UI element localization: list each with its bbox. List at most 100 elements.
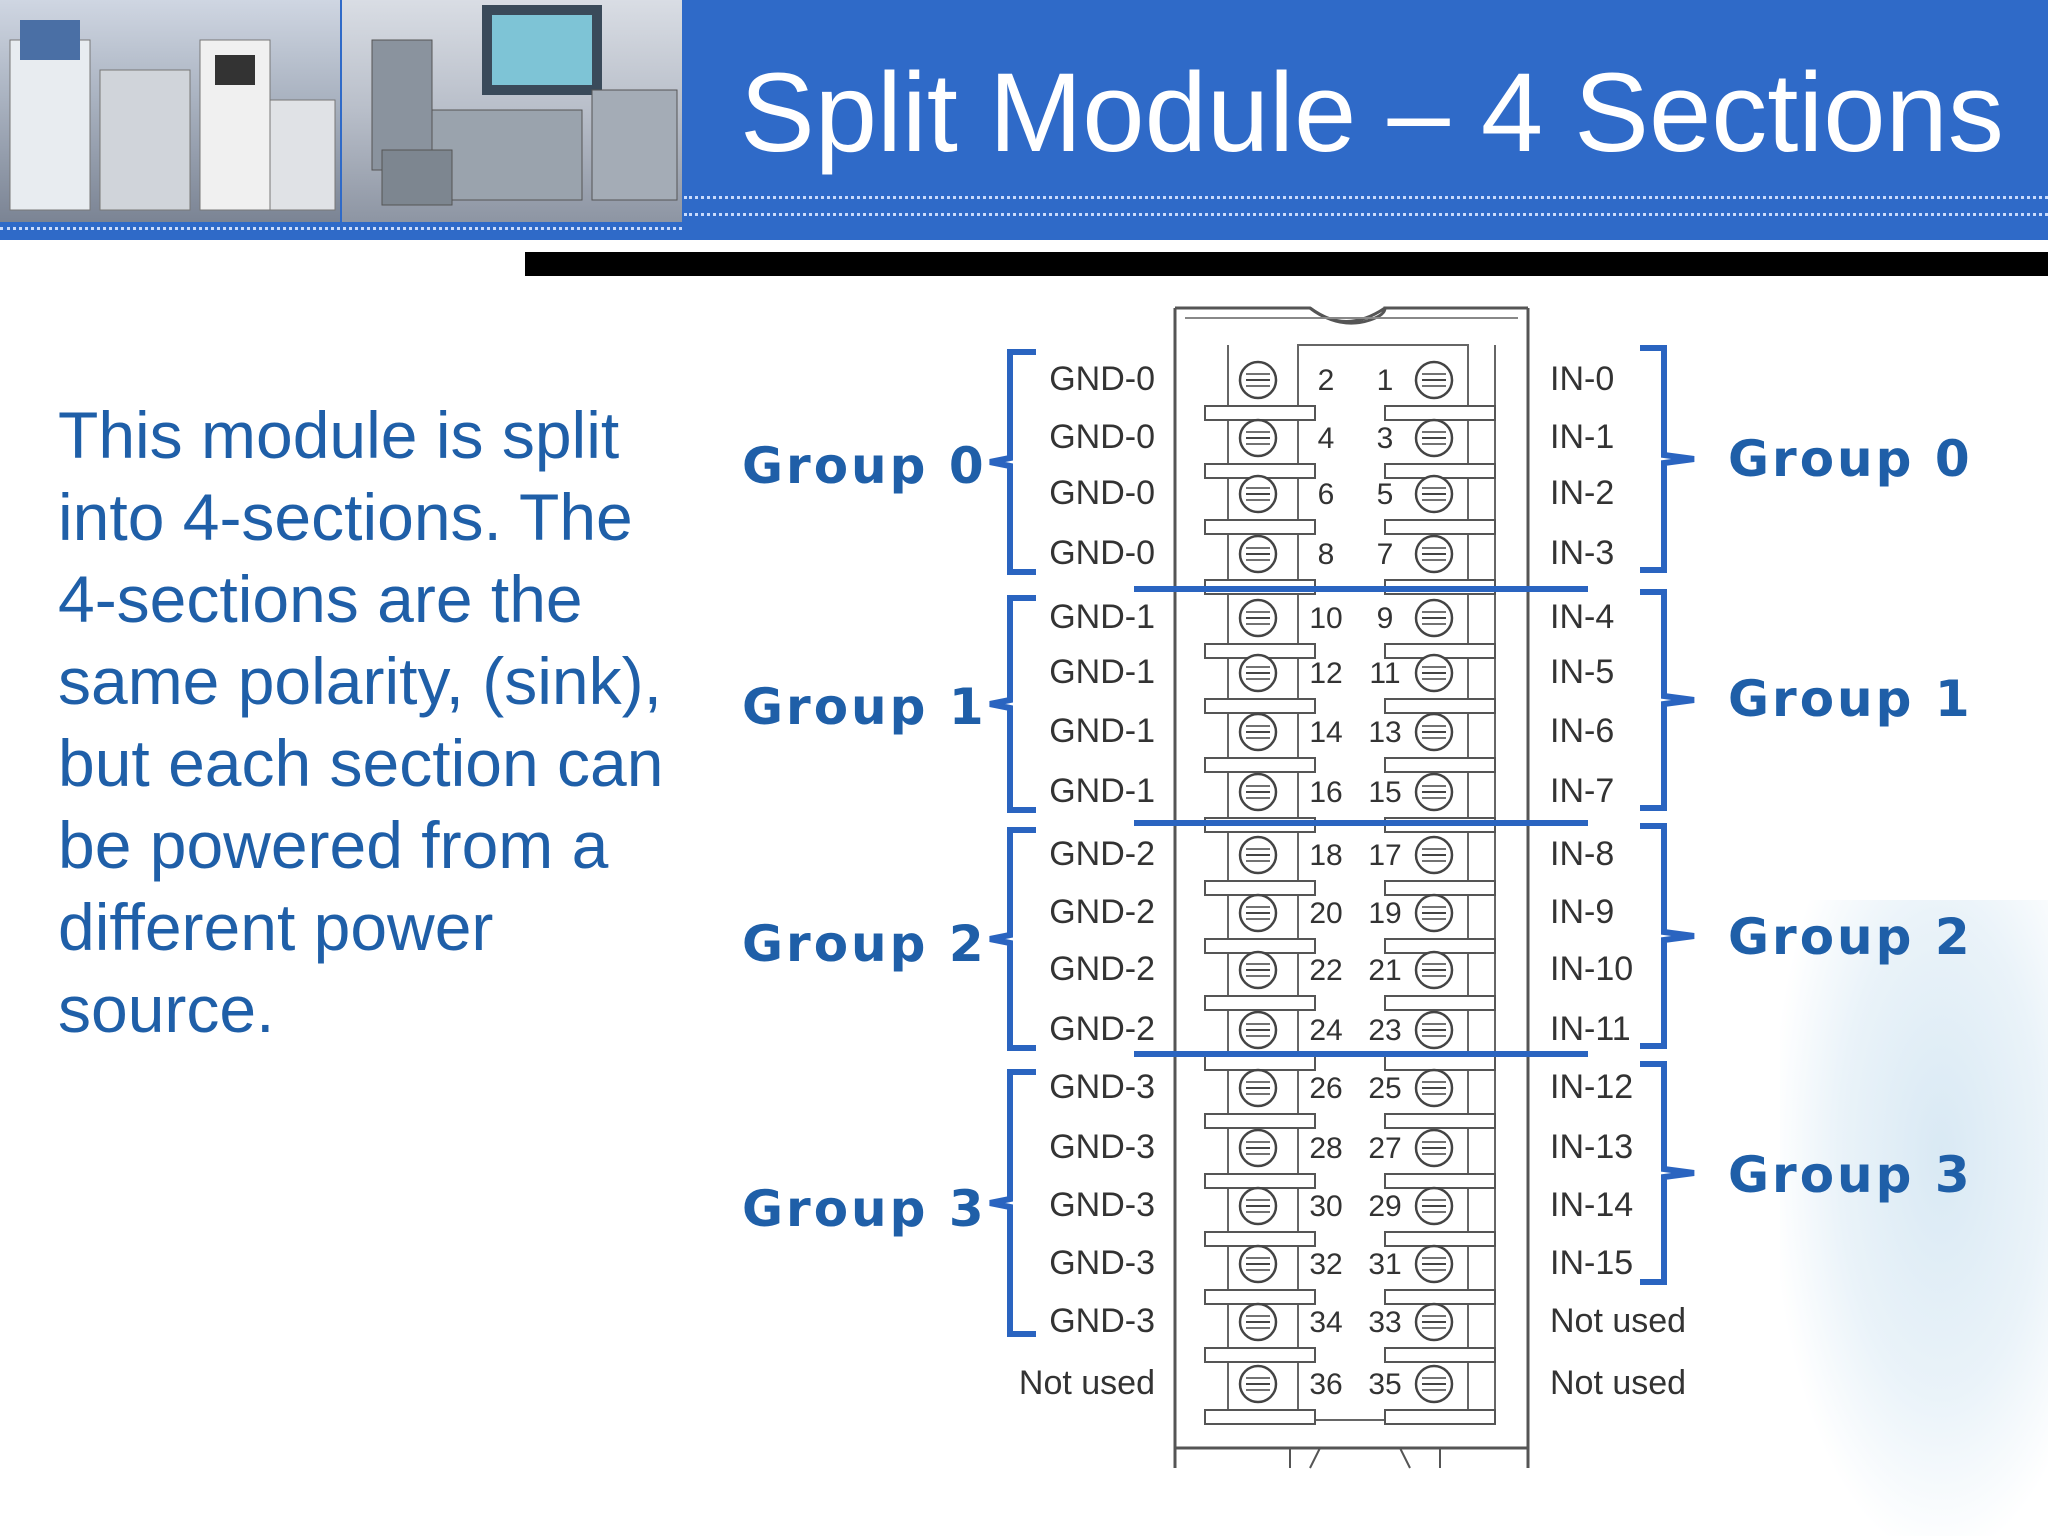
terminal-number-odd: 33	[1368, 1306, 1401, 1339]
header-dotted-line	[684, 213, 2048, 216]
terminal-plate	[1384, 1409, 1496, 1425]
terminal-number-odd: 5	[1377, 478, 1394, 511]
terminal-number-even: 14	[1309, 716, 1342, 749]
group-labels: Group 0 Group 1 Group 2 Group 3 Group 0 Group…	[742, 430, 1973, 1238]
terminal-left-label: GND-0	[1049, 474, 1155, 512]
terminal-left-label: Not used	[1019, 1364, 1155, 1402]
terminal-plate	[1384, 880, 1496, 896]
terminal-right-label: IN-12	[1550, 1068, 1633, 1106]
background-figure	[1780, 900, 2048, 1536]
terminal-number-odd: 27	[1368, 1132, 1401, 1165]
terminal-plate	[1204, 1289, 1316, 1305]
terminal-number-odd: 21	[1368, 954, 1401, 987]
group-label-left: Group 0	[742, 437, 987, 495]
group-bracket-right	[1640, 589, 1695, 811]
terminal-plate	[1384, 698, 1496, 714]
group-bracket-right	[1640, 1061, 1695, 1285]
terminal-left-label: GND-0	[1049, 418, 1155, 456]
terminal-right-label: IN-11	[1550, 1010, 1631, 1048]
terminal-right-label: IN-8	[1550, 835, 1614, 873]
terminal-number-even: 26	[1309, 1072, 1342, 1105]
terminal-left-label: GND-3	[1049, 1068, 1155, 1106]
terminal-number-even: 16	[1309, 776, 1342, 809]
terminal-number-even: 20	[1309, 897, 1342, 930]
terminal-right-label: IN-15	[1550, 1244, 1633, 1282]
terminal-right-label: Not used	[1550, 1364, 1686, 1402]
terminal-plate	[1384, 1055, 1496, 1071]
group-label-left: Group 2	[742, 915, 987, 973]
terminal-number-even: 18	[1309, 839, 1342, 872]
group-bracket-left	[989, 1069, 1036, 1337]
terminal-plate	[1204, 519, 1316, 535]
terminal-number-even: 24	[1309, 1014, 1342, 1047]
terminal-left-label: GND-1	[1049, 712, 1155, 750]
terminal-plate	[1204, 995, 1316, 1011]
terminal-number-odd: 7	[1377, 538, 1394, 571]
terminal-plate	[1384, 519, 1496, 535]
terminal-number-even: 10	[1309, 602, 1342, 635]
terminal-number-even: 32	[1309, 1248, 1342, 1281]
terminal-number-even: 28	[1309, 1132, 1342, 1165]
terminal-left-label: GND-2	[1049, 835, 1155, 873]
terminal-left-label: GND-3	[1049, 1128, 1155, 1166]
terminal-left-label: GND-3	[1049, 1302, 1155, 1340]
terminal-left-label: GND-2	[1049, 950, 1155, 988]
terminal-plate	[1204, 405, 1316, 421]
terminal-plate	[1204, 1347, 1316, 1363]
slide-title: Split Module – 4 Sections	[740, 50, 2004, 175]
terminal-right-label: IN-3	[1550, 534, 1614, 572]
terminal-right-label: IN-5	[1550, 653, 1614, 691]
module-notch	[1309, 306, 1386, 323]
terminal-number-odd: 11	[1369, 657, 1400, 690]
terminal-plate	[1384, 405, 1496, 421]
group-label-right: Group 1	[1728, 670, 1973, 728]
group-label-left: Group 3	[742, 1180, 987, 1238]
terminal-left-label: GND-0	[1049, 534, 1155, 572]
group-label-right: Group 3	[1728, 1146, 1973, 1204]
terminal-number-odd: 35	[1368, 1368, 1401, 1401]
terminal-right-label: IN-4	[1550, 598, 1614, 636]
terminal-right-label: IN-10	[1550, 950, 1633, 988]
terminal-plate	[1204, 1173, 1316, 1189]
terminal-plate	[1204, 1113, 1316, 1129]
group-bracket-left	[989, 349, 1036, 575]
terminal-number-even: 8	[1318, 538, 1335, 571]
terminal-row: GND-3 26 25 IN-12	[1049, 1068, 1633, 1129]
group-dividers	[1134, 586, 1588, 1057]
terminal-right-label: IN-9	[1550, 893, 1614, 931]
terminal-plate	[1384, 1231, 1496, 1247]
terminal-right-label: IN-14	[1550, 1186, 1633, 1224]
group-bracket-left	[989, 595, 1036, 813]
terminal-plate	[1384, 938, 1496, 954]
group-bracket-left	[989, 827, 1036, 1051]
group-brackets	[989, 345, 1695, 1337]
terminal-number-even: 30	[1309, 1190, 1342, 1223]
terminal-number-even: 2	[1318, 364, 1335, 397]
terminal-plate	[1384, 995, 1496, 1011]
terminal-number-odd: 25	[1368, 1072, 1401, 1105]
terminal-left-label: GND-3	[1049, 1186, 1155, 1224]
group-label-right: Group 0	[1728, 430, 1973, 488]
terminal-right-label: IN-6	[1550, 712, 1614, 750]
terminal-number-odd: 23	[1368, 1014, 1401, 1047]
plc-hardware-photo-right	[342, 0, 682, 222]
header-black-bar	[525, 252, 2048, 276]
terminal-left-label: GND-2	[1049, 1010, 1155, 1048]
terminal-plate	[1384, 1173, 1496, 1189]
terminal-right-label: IN-2	[1550, 474, 1614, 512]
terminal-number-odd: 1	[1377, 364, 1394, 397]
group-bracket-right	[1640, 345, 1695, 573]
header-dotted-line	[684, 196, 2048, 199]
